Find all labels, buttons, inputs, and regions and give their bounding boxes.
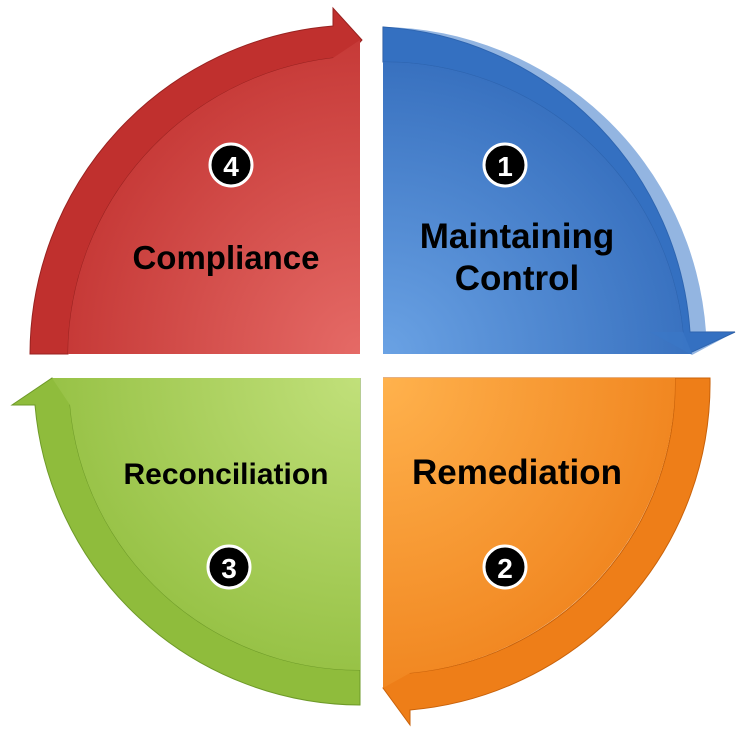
badge-3-circle: [206, 544, 252, 590]
badge-1: 1: [482, 142, 528, 188]
badge-2: 2: [482, 544, 528, 590]
badge-2-number: 2: [497, 553, 513, 584]
segment-4-label: Compliance: [132, 239, 319, 276]
segment-3-label: Reconciliation: [123, 458, 328, 491]
segment-2-label: Remediation: [412, 453, 622, 492]
segment-1-body: [383, 61, 692, 355]
segment-1-label-line-1: Maintaining: [420, 217, 614, 256]
segment-maintaining-control: [382, 26, 736, 355]
badge-2-circle: [482, 544, 528, 590]
badge-3-number: 3: [221, 553, 237, 584]
segment-2-shape: [382, 377, 711, 727]
badge-4: 4: [208, 142, 254, 188]
segment-1-label-line-2: Control: [455, 259, 579, 298]
segment-1-arrow-rim: [383, 27, 735, 355]
segment-compliance: [29, 6, 363, 355]
badge-3: 3: [206, 544, 252, 590]
segment-reconciliation: [10, 377, 361, 706]
badge-4-number: 4: [223, 151, 239, 182]
segment-4-body: [68, 40, 360, 354]
segment-remediation: [382, 377, 711, 727]
badge-1-circle: [482, 142, 528, 188]
badge-4-circle: [208, 142, 254, 188]
segment-2-body: [383, 378, 676, 688]
segment-3-body: [52, 378, 360, 671]
badge-1-number: 1: [497, 151, 513, 182]
